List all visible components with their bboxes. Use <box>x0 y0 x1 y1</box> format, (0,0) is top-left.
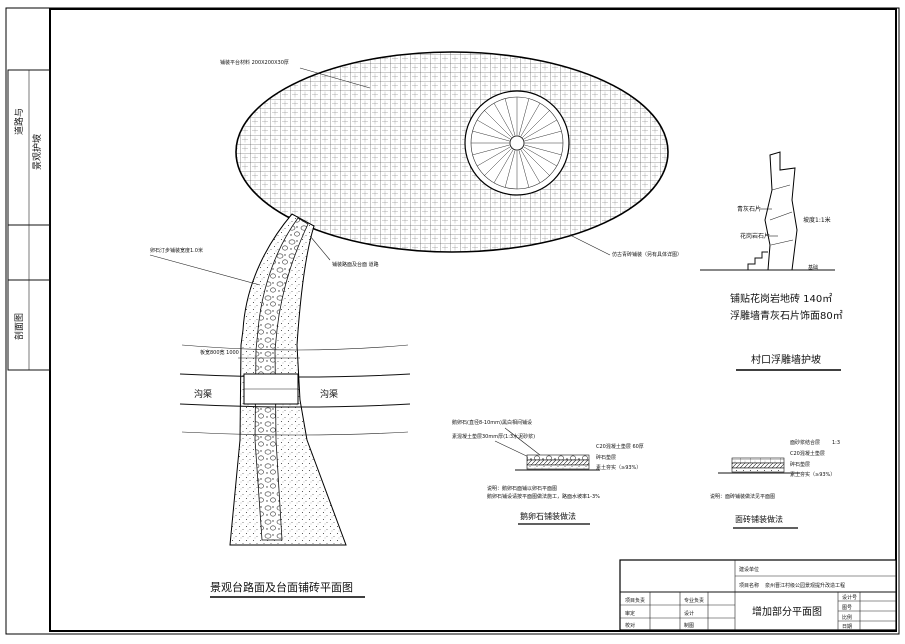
path-right-note: 铺装路面及台面 道路 <box>332 261 379 268</box>
plaza-ray <box>518 98 530 137</box>
label-blue-stone: 青灰石片 <box>737 205 761 213</box>
relief-wall-section: 青灰石片 花岗岩石片 坡度1:1米 基础 铺贴花岗岩地砖 140㎡ 浮雕墙青灰石… <box>700 151 843 371</box>
plaza-ray <box>472 144 511 156</box>
tb-staff-4: 校对 <box>625 622 635 629</box>
tb-staff-1: 专业负责 <box>684 597 704 604</box>
pebble-note-1: 鹅卵石(直径8-10mm)黑白相间铺设 <box>452 419 532 426</box>
brick-layer-3: 碎石垫层 <box>790 461 810 468</box>
side-bottom-text: 剖面图 <box>13 313 25 340</box>
plaza-ray <box>484 147 513 176</box>
tb-row2-label: 项目名称 <box>739 582 759 589</box>
plaza-ray <box>484 110 513 139</box>
tb-row1-label: 建设单位 <box>739 566 759 573</box>
brick-layer-2: C20混凝土垫层 <box>790 450 825 457</box>
title-block: 建设单位 项目名称 泉州晋江村级公园景观提升改造工程 项目负责 专业负责 审定 … <box>619 559 897 631</box>
tb-meta-0: 设计号 <box>842 594 857 601</box>
main-title: 景观台路面及台面铺砖平面图 <box>210 580 353 594</box>
plaza-ray <box>477 119 512 140</box>
plaza-ray <box>522 119 557 140</box>
label-slope: 坡度1:1米 <box>803 216 831 224</box>
tb-staff-3: 设计 <box>684 610 694 617</box>
tb-staff-0: 项目负责 <box>625 597 645 604</box>
side-mid-text: 景观护坡 <box>31 134 43 170</box>
side-title-block: 道路与 景观护坡 剖面图 <box>7 69 51 371</box>
drawing-title: 增加部分平面图 <box>752 605 822 618</box>
relief-section-title: 村口浮雕墙护坡 <box>751 353 821 366</box>
brick-layer-1: 面砂浆结合层 <box>790 439 820 446</box>
oval-top-note: 铺装平台材料 200X200X30厚 <box>220 59 289 66</box>
pebble-detail: 鹅卵石(直径8-10mm)黑白相间铺设 素混凝土垫层30mm厚(1:3水泥砂浆)… <box>452 419 644 525</box>
plaza-ray <box>520 103 541 138</box>
label-base: 基础 <box>808 264 818 271</box>
side-top-text: 道路与 <box>13 108 25 135</box>
plaza-ray <box>523 144 562 156</box>
pebble-layer-2: 碎石垫层 <box>596 454 616 461</box>
pebble-layer-1: C20混凝土垫层 60厚 <box>596 443 644 450</box>
ditch: 板宽800宽 1000 沟渠 沟渠 <box>179 344 411 436</box>
plaza-ray <box>520 148 541 183</box>
oval-platform: 铺装平台材料 200X200X30厚 仿古青砖铺装（另有具体详图） <box>220 51 682 258</box>
pebble-desc-1: 说明：鹅卵石面铺以卵石平面图 <box>487 485 557 492</box>
pebble-detail-title: 鹅卵石铺装做法 <box>520 511 576 521</box>
area-line-2: 浮雕墙青灰石片饰面80㎡ <box>730 309 843 322</box>
plaza-ray <box>521 147 550 176</box>
brick-desc: 说明：面砖铺装做法见平面图 <box>710 493 775 500</box>
label-granite: 花岗岩石片 <box>740 232 770 240</box>
plaza-ray <box>472 130 511 142</box>
pebble-desc-2: 鹅卵石铺设请按平面图做法施工，路面水坡率1-3% <box>487 493 600 500</box>
plaza-ray <box>521 110 550 139</box>
tb-meta-1: 图号 <box>842 605 852 611</box>
plaza-ray <box>493 148 514 183</box>
tb-meta-2: 比例 <box>842 614 852 621</box>
brick-layer-1-value: 1:3 <box>832 440 840 446</box>
plaza-ray <box>518 149 530 188</box>
oval-right-note: 仿古青砖铺装（另有具体详图） <box>612 251 682 258</box>
area-line-1: 铺贴花岗岩地砖 140㎡ <box>730 292 832 305</box>
plaza-ray <box>522 146 557 167</box>
brick-layer-4: 素土夯实（≥93%） <box>790 471 835 478</box>
tb-row2-value: 泉州晋江村级公园景观提升改造工程 <box>765 582 845 589</box>
tb-staff-5: 制图 <box>684 622 694 629</box>
plaza-ray <box>477 146 512 167</box>
brick-detail-title: 面砖铺装做法 <box>735 514 783 524</box>
pebble-note-2: 素混凝土垫层30mm厚(1:3水泥砂浆) <box>452 433 535 440</box>
plaza-ray <box>523 130 562 142</box>
tb-meta-3: 日期 <box>842 624 852 630</box>
plaza-ray <box>493 103 514 138</box>
plaza-ray <box>504 149 516 188</box>
ditch-left-label: 沟渠 <box>194 388 212 400</box>
path-left-note: 卵石汀步铺装宽度1.0米 <box>150 247 203 254</box>
plaza-ray <box>504 98 516 137</box>
ditch-right-label: 沟渠 <box>320 388 338 400</box>
pebble-layer-3: 素土夯实（≥93%） <box>596 464 641 471</box>
dim-label: 板宽800宽 1000 <box>200 349 239 356</box>
brick-detail: 面砂浆结合层 1:3 C20混凝土垫层 碎石垫层 素土夯实（≥93%） 说明：面… <box>710 439 840 529</box>
tb-staff-2: 审定 <box>625 610 635 617</box>
